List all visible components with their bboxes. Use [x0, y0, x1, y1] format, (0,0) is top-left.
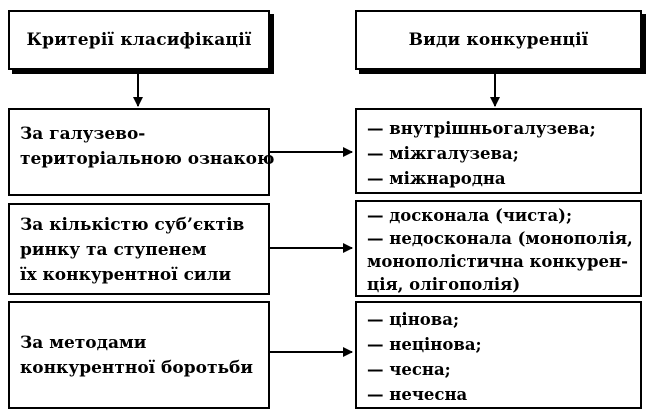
criterion-box-market-subjects: За кількістю суб’єктів ринку та ступенем…: [8, 203, 270, 295]
criterion-line: За галузево-: [20, 124, 146, 144]
types-header-label: Види конкуренції: [408, 30, 589, 50]
criterion-line: конкурентної боротьби: [20, 358, 253, 378]
type-item: — внутрішньогалузева;: [367, 119, 596, 138]
type-item: монополістична конкурен-: [367, 252, 628, 271]
criterion-box-competition-methods: За методами конкурентної боротьби: [8, 301, 270, 409]
criterion-line: їх конкурентної сили: [20, 265, 232, 285]
types-box-industry: — внутрішньогалузева; — міжгалузева; — м…: [355, 108, 642, 194]
type-item: — досконала (чиста);: [367, 206, 573, 225]
type-item: — недосконала (монополія,: [367, 229, 633, 248]
criterion-line: територіальною ознакою: [20, 149, 275, 169]
type-item: — міжнародна: [367, 169, 506, 188]
criterion-line: За кількістю суб’єктів: [20, 215, 245, 235]
criterion-box-industry: За галузево- територіальною ознакою: [8, 108, 275, 196]
type-item: — нечесна: [367, 385, 468, 404]
criterion-line: За методами: [20, 333, 147, 353]
types-box-market-subjects: — досконала (чиста); — недосконала (моно…: [355, 200, 642, 297]
types-box-competition-methods: — цінова; — нецінова; — чесна; — нечесна: [355, 301, 642, 409]
type-item: — міжгалузева;: [367, 144, 519, 163]
type-item: — цінова;: [367, 310, 460, 329]
criterion-line: ринку та ступенем: [20, 240, 207, 260]
types-header: Види конкуренції: [355, 10, 642, 70]
type-item: — чесна;: [367, 360, 451, 379]
criteria-header-label: Критерії класифікації: [26, 30, 252, 50]
criteria-header: Критерії класифікації: [8, 10, 270, 70]
type-item: — нецінова;: [367, 335, 482, 354]
type-item: ція, олігополія): [367, 275, 521, 294]
